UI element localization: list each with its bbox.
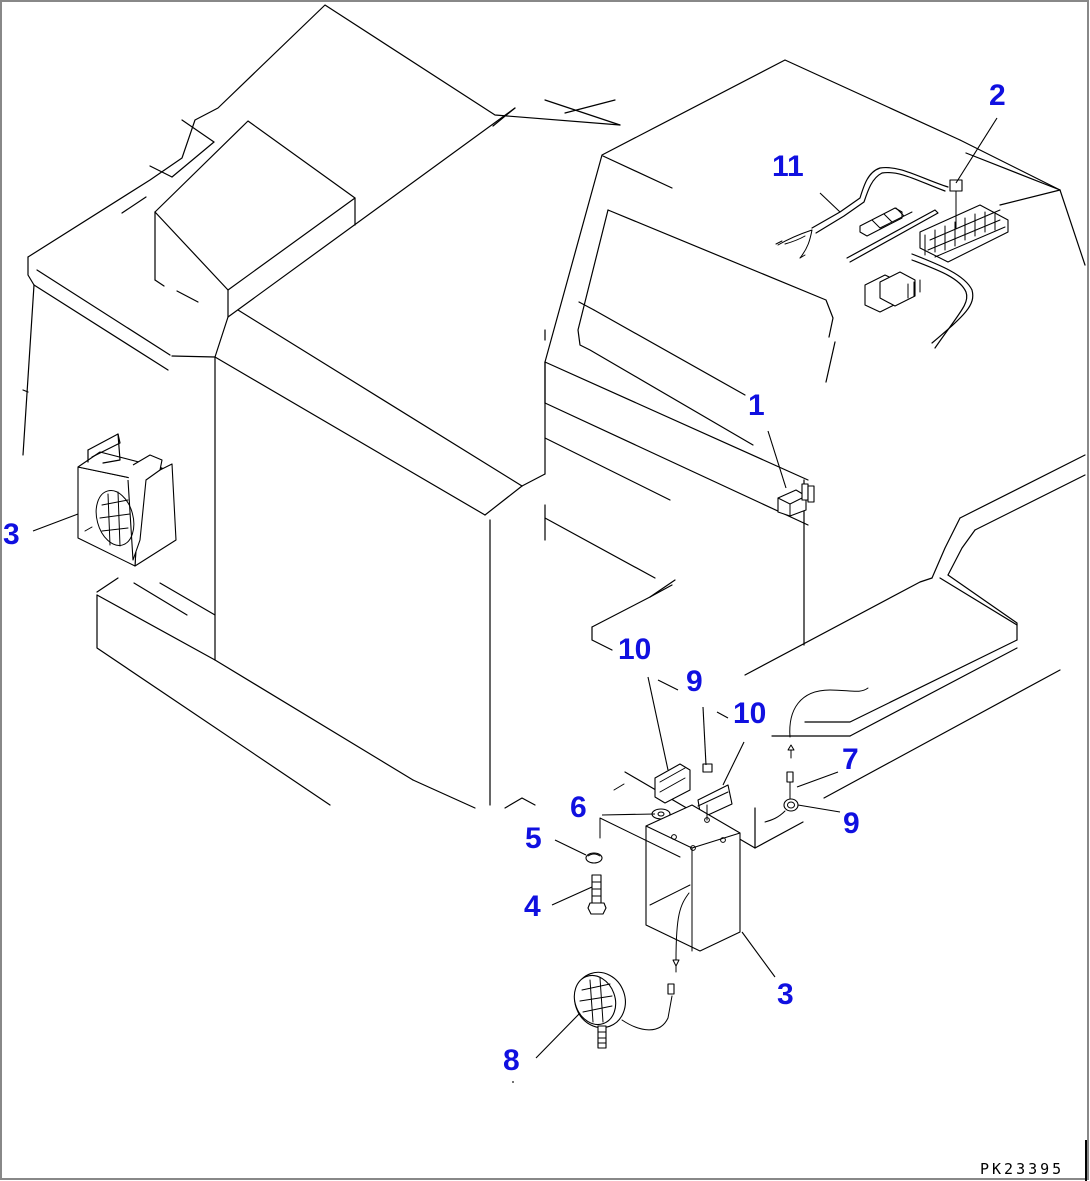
callout-5: 5 — [525, 822, 542, 855]
switch-part — [777, 483, 815, 517]
callout-9-right: 9 — [843, 807, 860, 840]
callout-1: 1 — [748, 389, 765, 422]
work-lamp-part — [573, 971, 675, 1049]
drawing-code: PK23395 — [980, 1160, 1064, 1178]
callout-6: 6 — [570, 791, 587, 824]
bolt-4 — [587, 874, 607, 915]
callout-8: 8 — [503, 1044, 520, 1077]
callout-11: 11 — [772, 150, 804, 183]
callout-10-upper: 10 — [618, 633, 651, 666]
wiring-harness-part — [775, 166, 1009, 349]
leader-lines — [32, 117, 998, 1083]
cab-body — [544, 59, 1086, 849]
callout-3-lower: 3 — [777, 978, 794, 1011]
callout-7: 7 — [842, 743, 859, 776]
clip-parts — [654, 763, 733, 816]
callout-4: 4 — [524, 890, 541, 923]
callout-labels: 1 2 3 3 4 5 6 7 8 9 9 10 10 11 — [3, 79, 1006, 1077]
machine-rear-body — [22, 4, 621, 809]
callout-9-upper: 9 — [686, 665, 703, 698]
grommet-part — [764, 687, 869, 823]
spring-washer-5 — [585, 852, 603, 864]
callout-3-left: 3 — [3, 518, 20, 551]
callout-10-lower: 10 — [733, 697, 766, 730]
lamp-bracket-box — [599, 783, 741, 973]
left-lamp-assembly — [77, 433, 177, 567]
callout-2: 2 — [989, 79, 1006, 112]
